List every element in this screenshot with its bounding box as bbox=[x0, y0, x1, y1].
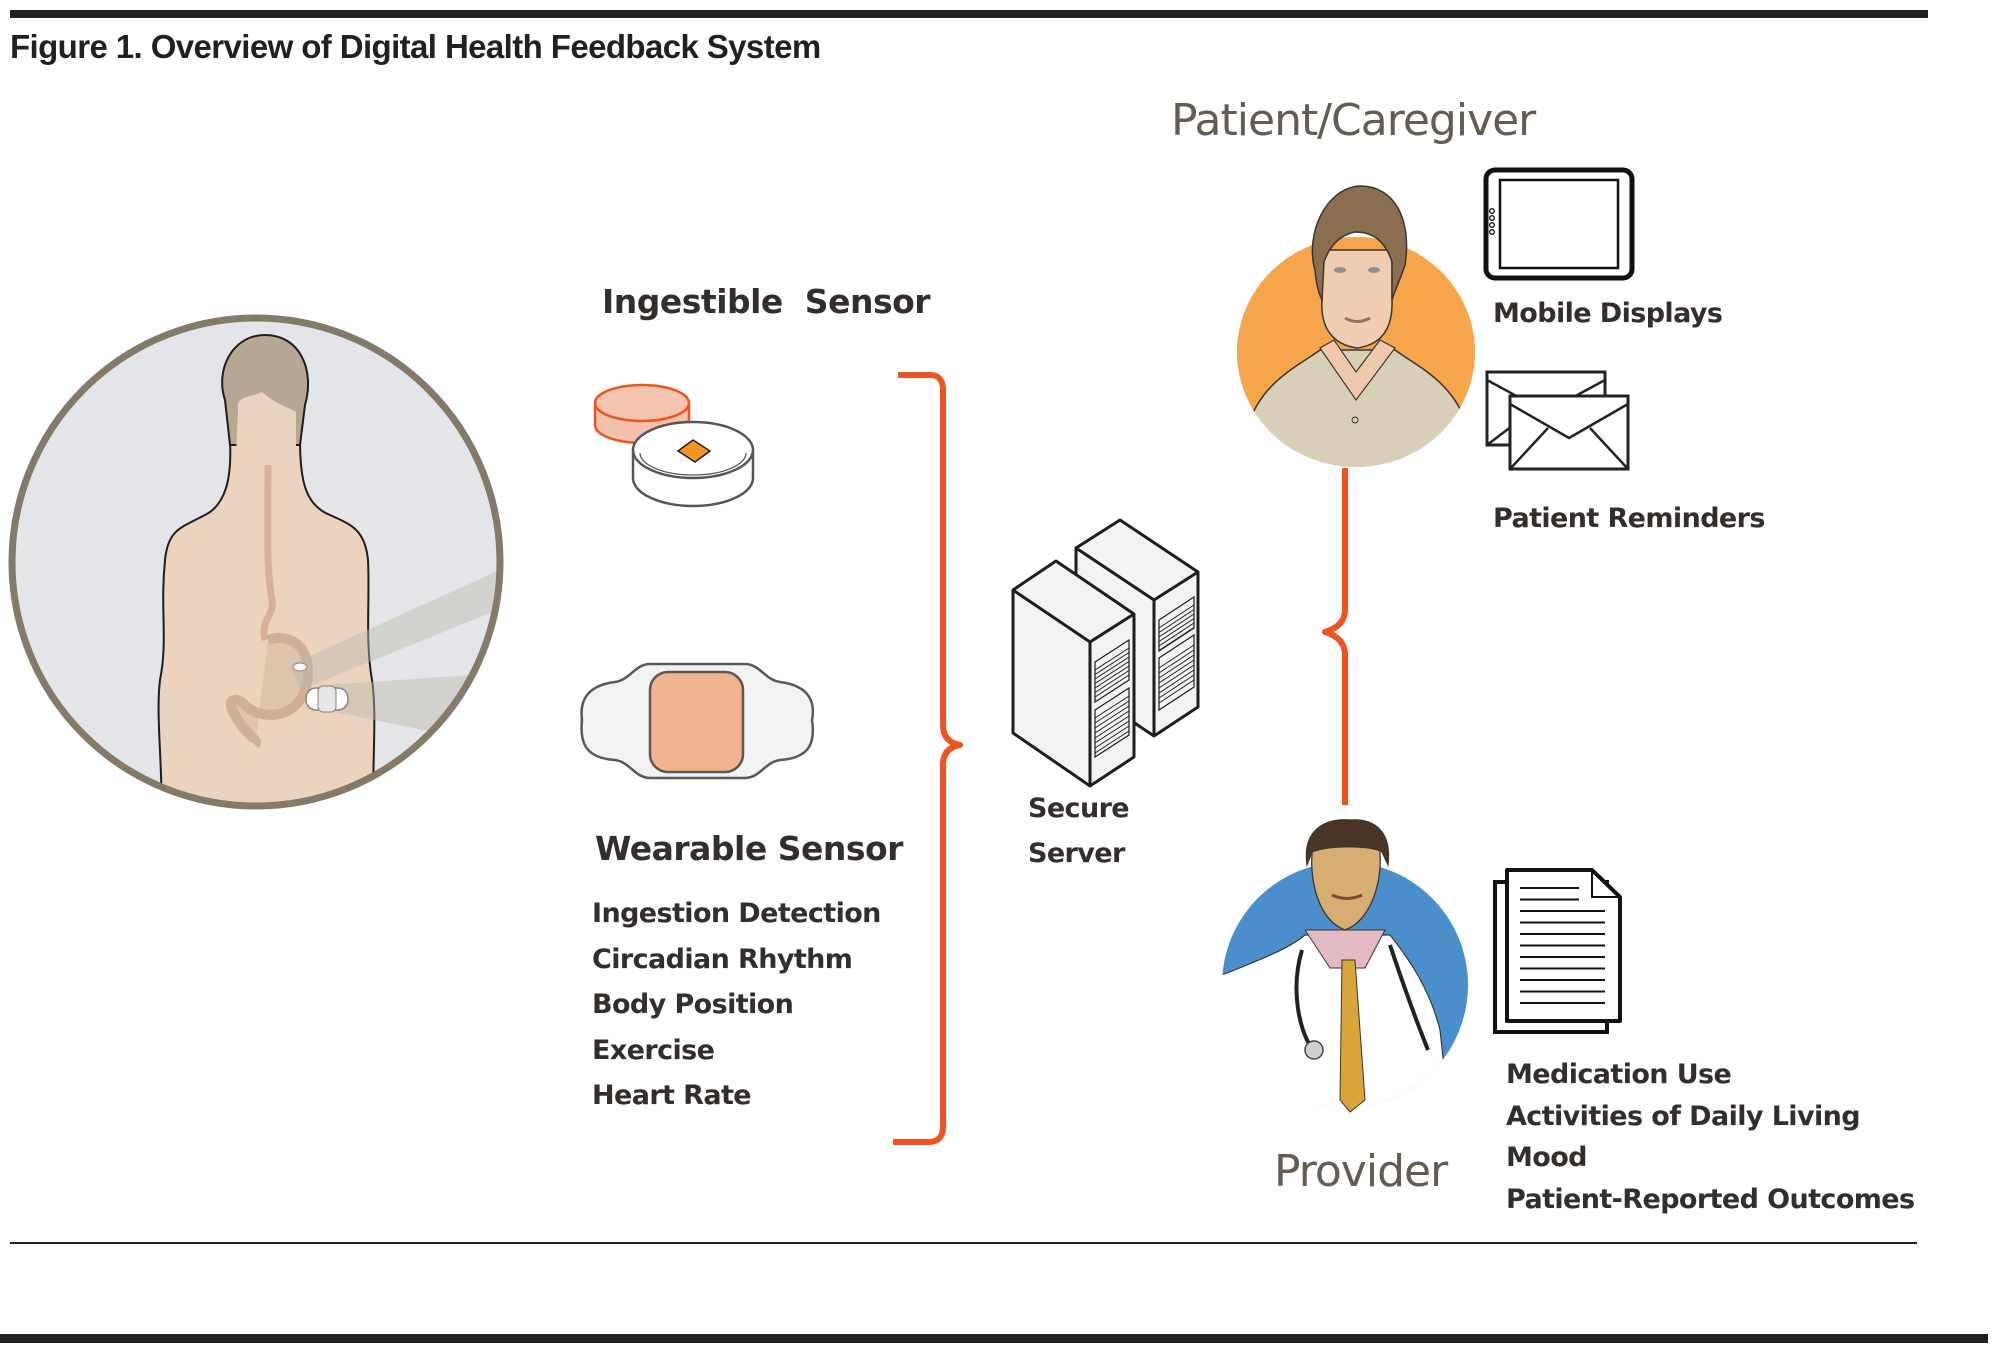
envelope-icon bbox=[1485, 370, 1630, 471]
document-icon bbox=[1493, 868, 1622, 1034]
server-vent-slat bbox=[1158, 654, 1195, 679]
server-vent-slat bbox=[1094, 725, 1130, 749]
tablet-icon bbox=[1483, 167, 1635, 281]
provider-role-title: Provider bbox=[1274, 1146, 1449, 1197]
server-vent-slat bbox=[1158, 649, 1195, 674]
server-vent-slat bbox=[1158, 674, 1195, 699]
measure-item: Body Position bbox=[592, 989, 793, 1020]
server-vent-slat bbox=[1158, 659, 1195, 684]
patient-reminders-label: Patient Reminders bbox=[1493, 503, 1765, 534]
bottom-thin-rule bbox=[10, 1242, 1917, 1244]
patch-icon bbox=[580, 662, 815, 780]
top-rule bbox=[10, 10, 1928, 18]
bottom-thick-rule bbox=[0, 1334, 1988, 1343]
server-vent-slat bbox=[1158, 679, 1195, 704]
server-vent-slat bbox=[1094, 652, 1130, 675]
measure-item: Circadian Rhythm bbox=[592, 944, 852, 975]
server-vent-slat bbox=[1094, 656, 1130, 680]
provider-data-item: Patient-Reported Outcomes bbox=[1506, 1184, 1914, 1215]
server-vent-slat bbox=[1158, 613, 1195, 638]
server-label-line1: Secure bbox=[1028, 793, 1129, 824]
mobile-displays-label: Mobile Displays bbox=[1493, 298, 1722, 329]
ingestible-sensor-heading: Ingestible Sensor bbox=[602, 282, 931, 321]
provider-data-list: Medication Use Activities of Daily Livin… bbox=[1506, 1059, 1915, 1215]
figure-title: Figure 1. Overview of Digital Health Fee… bbox=[10, 28, 821, 65]
server-vent-slat bbox=[1158, 644, 1195, 669]
wearable-sensor-heading: Wearable Sensor bbox=[595, 829, 904, 868]
provider-avatar bbox=[1222, 819, 1468, 1113]
server-vent-slat bbox=[1094, 705, 1130, 729]
patient-provider-bracket bbox=[1322, 468, 1348, 805]
measure-item: Heart Rate bbox=[592, 1080, 751, 1111]
server-label-line2: Server bbox=[1028, 838, 1126, 869]
measure-item: Ingestion Detection bbox=[592, 898, 881, 929]
server-vent-slat bbox=[1094, 674, 1130, 698]
server-vent-slat bbox=[1158, 627, 1195, 651]
provider-data-item: Mood bbox=[1506, 1142, 1587, 1173]
provider-data-item: Activities of Daily Living bbox=[1506, 1101, 1860, 1132]
patient-avatar bbox=[1237, 185, 1475, 467]
server-vent-slat bbox=[1094, 670, 1130, 693]
server-vent-slat bbox=[1094, 715, 1130, 739]
sensor-bracket bbox=[893, 372, 963, 1145]
patient-role-title: Patient/Caregiver bbox=[1171, 95, 1537, 146]
server-vent-slat bbox=[1094, 730, 1130, 754]
server-vent-slat bbox=[1094, 710, 1130, 734]
server-vent-slat bbox=[1158, 664, 1195, 689]
server-vent-slat bbox=[1158, 609, 1195, 633]
server-vent-slat bbox=[1094, 647, 1130, 671]
measure-item: Exercise bbox=[592, 1035, 714, 1066]
server-vent-slat bbox=[1094, 700, 1130, 724]
server-vent-slat bbox=[1158, 604, 1195, 629]
server-vent-slat bbox=[1094, 720, 1130, 744]
server-vent-slat bbox=[1158, 622, 1195, 647]
server-vent-slat bbox=[1158, 618, 1195, 642]
server-vent-slat bbox=[1094, 661, 1130, 684]
wearable-measures-list: Ingestion Detection Circadian Rhythm Bod… bbox=[592, 898, 881, 1111]
patient-body-icon bbox=[8, 314, 504, 810]
server-rack-icon bbox=[1011, 518, 1200, 788]
provider-data-item: Medication Use bbox=[1506, 1059, 1731, 1090]
pill-icon bbox=[593, 383, 755, 508]
server-vent-slat bbox=[1158, 669, 1195, 694]
server-vent-slat bbox=[1094, 695, 1130, 719]
server-vent-slat bbox=[1094, 665, 1130, 689]
